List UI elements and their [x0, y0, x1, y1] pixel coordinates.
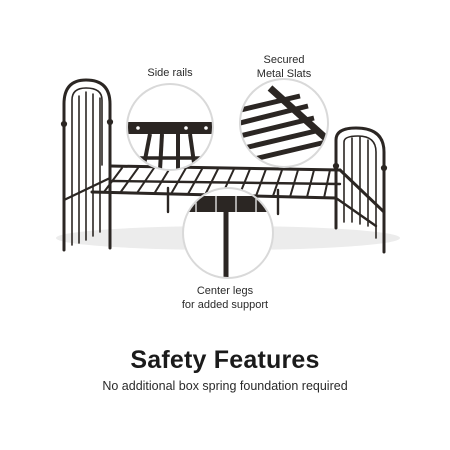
side-rails-callout: Side rails: [130, 66, 210, 80]
secured-slats-label-line1: Secured: [263, 54, 305, 66]
center-legs-label-line2: for added support: [181, 299, 269, 311]
side-rails-zoom: [126, 83, 214, 171]
metal-slats-zoom: [239, 78, 329, 168]
page-subtitle: No additional box spring foundation requ…: [102, 379, 348, 393]
page-title: Safety Features: [130, 346, 320, 374]
center-legs-zoom: [182, 187, 274, 279]
secured-slats-label-line2: Metal Slats: [256, 68, 312, 80]
bed-frame: [60, 78, 388, 254]
side-rails-label: Side rails: [147, 67, 193, 79]
center-legs-callout: Center legs for added support: [165, 284, 285, 312]
secured-slats-callout: Secured Metal Slats: [244, 53, 324, 81]
center-legs-label-line1: Center legs: [196, 285, 254, 297]
